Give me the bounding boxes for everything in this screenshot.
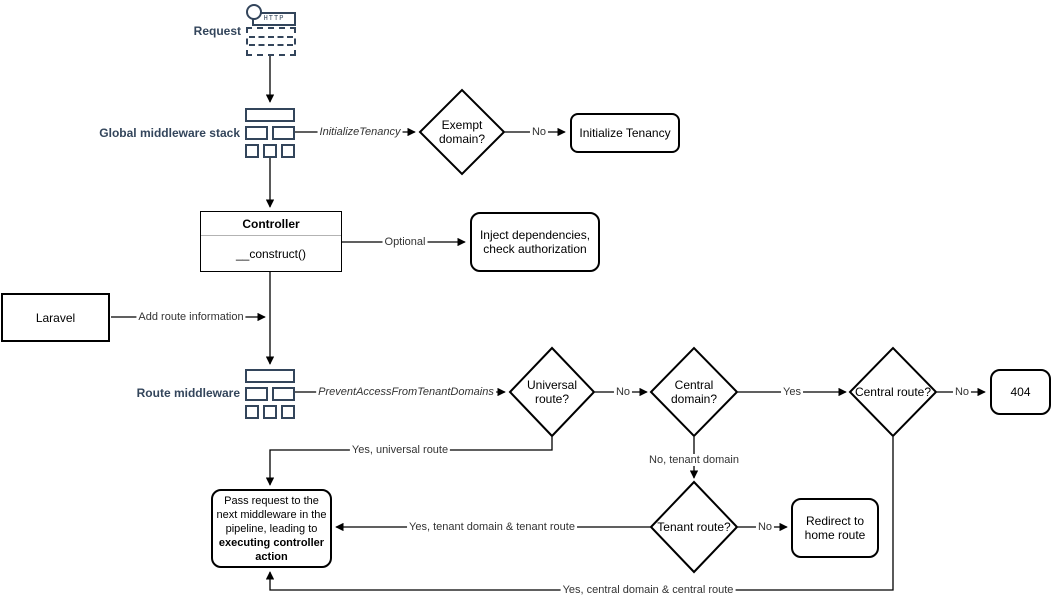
edge-label-add-route-information: Add route information xyxy=(136,311,246,323)
http-request-icon-circle xyxy=(246,4,262,20)
diamond-label-universal-route: Universal route? xyxy=(526,378,577,406)
edge-label-no-central-route: No xyxy=(952,386,972,398)
http-request-icon-divider xyxy=(249,36,293,38)
global-middleware-stack-icon xyxy=(245,108,295,158)
route-middleware-label: Route middleware xyxy=(136,386,240,400)
edge-label-yes-central-domain: Yes xyxy=(781,386,803,398)
controller-title: Controller xyxy=(201,212,341,236)
middleware-cell xyxy=(245,144,259,158)
edge-label-no-universal: No xyxy=(613,386,633,398)
edge-label-yes-central-route: Yes, central domain & central route xyxy=(560,584,736,596)
node-inject-dependencies: Inject dependencies, check authorization xyxy=(470,212,600,272)
node-redirect-home: Redirect to home route xyxy=(791,498,879,558)
middleware-cell xyxy=(245,387,268,401)
pass-request-text: Pass request to the next middleware in t… xyxy=(216,494,327,563)
diamond-label-central-domain: Central domain? xyxy=(670,378,718,406)
http-request-icon-body xyxy=(246,27,296,56)
middleware-cell xyxy=(263,405,277,419)
http-label: HTTP xyxy=(263,15,285,23)
controller-construct: __construct() xyxy=(235,246,307,261)
http-request-icon: HTTP xyxy=(240,3,298,56)
node-controller: Controller __construct() xyxy=(200,211,342,272)
diamond-exempt-domain xyxy=(418,88,506,176)
diamond-central-domain xyxy=(649,346,739,438)
middleware-cell xyxy=(281,144,295,158)
middleware-cell xyxy=(272,387,295,401)
edge-label-yes-universal-route: Yes, universal route xyxy=(349,444,451,456)
global-middleware-stack-label: Global middleware stack xyxy=(99,126,240,140)
pass-request-bold-text: executing controller action xyxy=(218,536,325,563)
edge-label-no-exempt: No xyxy=(529,126,549,138)
edge-label-yes-tenant-route: Yes, tenant domain & tenant route xyxy=(407,521,577,533)
node-404: 404 xyxy=(990,369,1051,415)
middleware-cell xyxy=(245,126,268,140)
route-middleware-icon xyxy=(245,369,295,419)
diamond-label-central-route: Central route? xyxy=(854,385,932,399)
middleware-cell xyxy=(281,405,295,419)
http-request-icon-divider xyxy=(249,44,293,46)
middleware-cell xyxy=(245,405,259,419)
edge-label-prevent-access: PreventAccessFromTenantDomains xyxy=(316,386,496,398)
middleware-cell xyxy=(272,126,295,140)
edge-label-optional: Optional xyxy=(382,236,428,248)
diamond-central-route xyxy=(848,346,938,438)
middleware-cell xyxy=(245,108,295,122)
diamond-tenant-route xyxy=(649,480,739,574)
diamond-label-tenant-route: Tenant route? xyxy=(657,520,731,534)
node-pass-request: Pass request to the next middleware in t… xyxy=(211,489,332,568)
diamond-universal-route xyxy=(508,346,596,438)
request-label: Request xyxy=(193,24,241,38)
node-initialize-tenancy: Initialize Tenancy xyxy=(570,113,680,153)
middleware-cell xyxy=(263,144,277,158)
edge-label-no-tenant-domain: No, tenant domain xyxy=(647,454,741,466)
diamond-label-exempt-domain: Exempt domain? xyxy=(438,118,486,146)
node-laravel: Laravel xyxy=(1,293,110,342)
middleware-cell xyxy=(245,369,295,383)
edge-label-initialize-tenancy: InitializeTenancy xyxy=(317,126,403,138)
edge-label-no-tenant-route: No xyxy=(755,521,775,533)
